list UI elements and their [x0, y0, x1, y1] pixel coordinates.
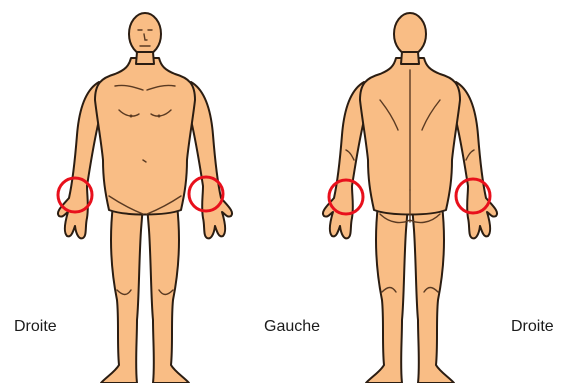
label-droite-left: Droite: [14, 318, 57, 336]
back-figure: [323, 13, 497, 383]
label-droite-right: Droite: [511, 318, 554, 336]
label-gauche: Gauche: [264, 318, 320, 336]
front-figure: [58, 13, 232, 383]
